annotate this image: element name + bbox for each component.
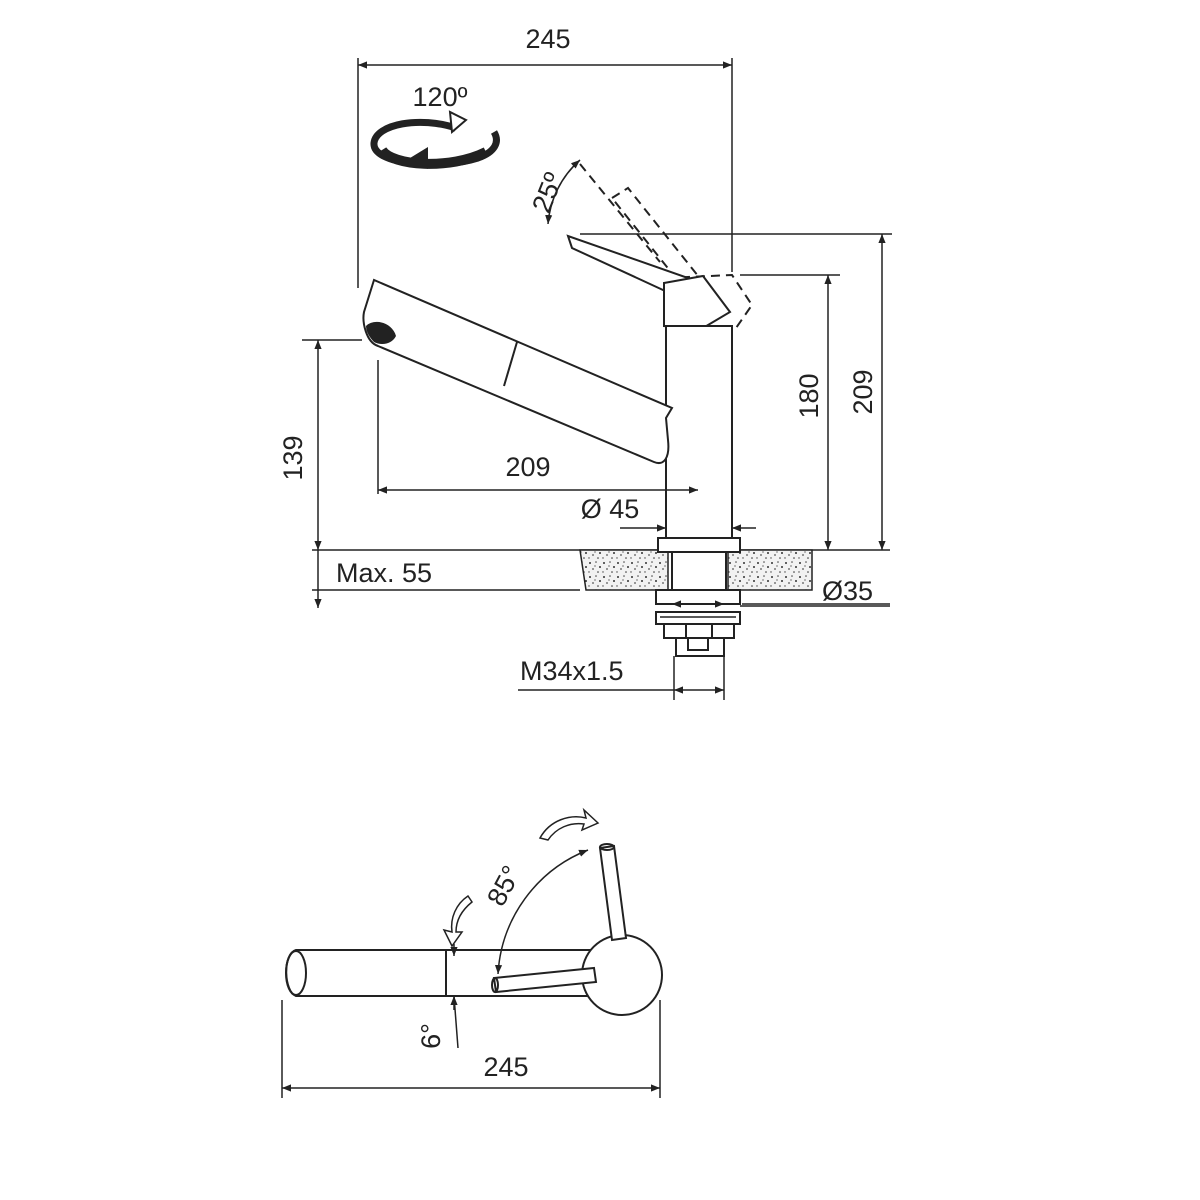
body-height-dimension: 180 [740,274,840,550]
thread-label: M34x1.5 [520,656,624,686]
rotation-arrow-left-icon [442,894,474,948]
total-height-label: 209 [848,369,878,414]
swivel-angle-label: 120º [413,82,468,112]
spout [362,278,674,464]
lever-handle-rotated-top-view [598,843,628,942]
total-height-dimension: 209 [580,233,892,550]
thread-dimension: M34x1.5 [518,656,725,700]
overall-width-dimension: 245 [357,24,733,288]
mixer-head [663,274,732,330]
overall-length-dimension: 245 [281,1000,661,1098]
overall-length-label: 245 [483,1052,528,1082]
rotation-arrow-upper-icon [538,807,600,841]
body-height-label: 180 [794,373,824,418]
hole-diameter-label: Ø35 [822,576,873,606]
lever-angle-label: 25º [526,168,569,216]
lever-angle-85-label: 85° [481,861,527,911]
countertop-section [312,549,890,607]
base-diameter-label: Ø 45 [581,494,640,524]
spout-height-dimension: 139 [278,339,362,550]
top-view: 85° 6° 245 [281,807,663,1098]
max-deck-thickness-label: Max. 55 [336,558,432,588]
faucet-body [665,325,733,539]
side-view: 245 120º 25º [278,24,892,700]
base-diameter-dimension: Ø 45 [581,494,756,532]
spout-reach-label: 209 [505,452,550,482]
spout-angle-6-label: 6° [416,1023,446,1049]
deck-thickness-dimension: Max. 55 [314,550,432,608]
spout-angle-6-dimension: 6° [416,944,459,1049]
swivel-rotation-icon: 120º [370,82,500,169]
spout-height-label: 139 [278,435,308,480]
spout-reach-dimension: 209 [377,360,698,494]
overall-width-label: 245 [525,24,570,54]
mounting-assembly [655,537,890,657]
